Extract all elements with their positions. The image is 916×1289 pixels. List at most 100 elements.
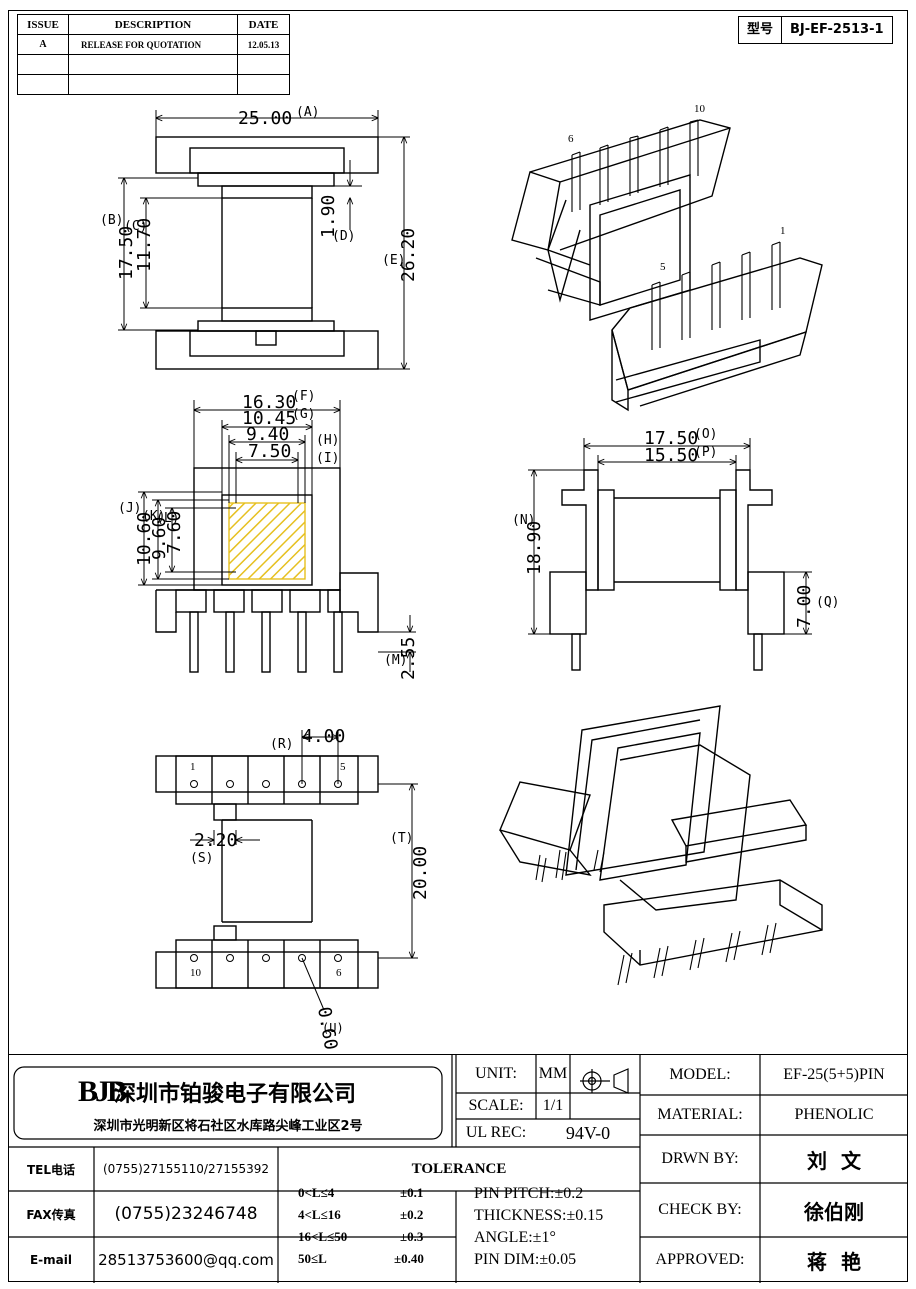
dim-f-value: 16.30 <box>242 392 296 413</box>
dim-g-label: (G) <box>292 407 315 422</box>
dim-d-label: (D) <box>332 229 355 244</box>
material-label: MATERIAL: <box>657 1106 743 1123</box>
tolerance-value-4: ±0.40 <box>394 1251 424 1266</box>
scale-value: 1/1 <box>542 1097 564 1114</box>
dim-p-value: 15.50 <box>644 445 698 466</box>
dim-m-value: 2.55 <box>398 637 419 680</box>
dim-b-value: 17.50 <box>116 226 137 280</box>
material-value: PHENOLIC <box>794 1106 874 1123</box>
top-view-dimensions <box>138 400 416 672</box>
pin-label-1-top: 1 <box>780 225 786 237</box>
fax-value: (0755)23246748 <box>114 1204 258 1224</box>
dim-f-label: (F) <box>292 389 315 404</box>
check-by-label: CHECK BY: <box>658 1201 742 1218</box>
fax-label: FAX传真 <box>26 1207 76 1222</box>
tolerance-range-4: 50≤L <box>298 1251 327 1266</box>
note-pin-dim: PIN DIM:±0.05 <box>474 1251 577 1268</box>
bottom-view <box>155 755 379 989</box>
dim-d-value: 1.90 <box>318 195 339 238</box>
pin-label-1-bottom: 1 <box>190 761 196 773</box>
revision-table-header: ISSUE DESCRIPTION DATE <box>17 14 290 35</box>
dim-p-label: (P) <box>694 445 717 460</box>
dim-l-value: 7.60 <box>164 511 185 554</box>
dim-e-label: (E) <box>382 253 405 268</box>
date-header: DATE <box>237 14 290 35</box>
dim-o-label: (O) <box>694 427 717 442</box>
unit-value: MM <box>538 1065 568 1082</box>
drawn-by-label: DRWN BY: <box>661 1150 739 1167</box>
ul-value: 94V-0 <box>565 1122 611 1143</box>
dim-j-label: (J) <box>118 501 141 516</box>
dim-e-value: 26.20 <box>398 228 419 282</box>
note-pin-pitch: PIN PITCH:±0.2 <box>474 1185 584 1202</box>
dim-t-value: 20.00 <box>410 846 431 900</box>
date-cell <box>237 74 290 95</box>
company-name: 深圳市铂骏电子有限公司 <box>114 1082 357 1107</box>
dim-i-label: (I) <box>316 451 339 466</box>
technical-drawing: 25.00 (A) 17.50 (B) 11.70 (C) 1.90 (D) 2… <box>100 103 839 1052</box>
dim-s-label: (S) <box>190 851 213 866</box>
title-block: BJB 深圳市铂骏电子有限公司 深圳市光明新区将石社区水库路尖峰工业区2号 UN… <box>8 1054 908 1283</box>
dim-t-label: (T) <box>390 831 413 846</box>
revision-table: ISSUE DESCRIPTION DATE A RELEASE FOR QUO… <box>17 14 290 95</box>
note-thickness: THICKNESS:±0.15 <box>474 1207 604 1224</box>
isometric-view-top <box>511 119 823 412</box>
ul-label: UL REC: <box>465 1124 527 1141</box>
email-value: 28513753600@qq.com <box>98 1251 274 1269</box>
isometric-view-bottom <box>499 705 823 986</box>
dim-r-label: (R) <box>270 737 293 752</box>
model-number-label: 型号 <box>739 17 783 43</box>
drawn-by-value: 刘 文 <box>807 1148 861 1173</box>
email-label: E-mail <box>29 1253 72 1267</box>
dim-a-value: 25.00 <box>238 108 292 129</box>
model-number-box: 型号 BJ-EF-2513-1 <box>738 16 893 44</box>
tolerance-range-2: 4<L≤16 <box>298 1207 341 1222</box>
description-header: DESCRIPTION <box>68 14 238 35</box>
dim-k-label: (K) <box>142 509 165 524</box>
front-view <box>155 136 379 370</box>
dim-q-value: 7.00 <box>794 585 815 628</box>
company-logo: BJB <box>78 1075 127 1108</box>
dim-h-label: (H) <box>316 433 339 448</box>
check-by-value: 徐伯刚 <box>804 1199 864 1224</box>
pin-label-6-bottom: 6 <box>336 967 342 979</box>
dim-n-label: (N) <box>512 513 535 528</box>
model-number-value: BJ-EF-2513-1 <box>790 22 884 37</box>
dim-i-value: 7.50 <box>248 441 291 462</box>
tel-label: TEL电话 <box>26 1162 76 1177</box>
table-row <box>17 74 290 95</box>
dim-q-label: (Q) <box>816 595 839 610</box>
dim-a-label: (A) <box>296 105 319 120</box>
dim-c-value: 11.70 <box>134 218 155 272</box>
tolerance-title: TOLERANCE <box>411 1160 507 1177</box>
dim-s-value: 2.20 <box>194 830 237 851</box>
approved-label: APPROVED: <box>655 1251 745 1268</box>
dim-h-value: 9.40 <box>246 424 289 445</box>
tolerance-value-3: ±0.3 <box>400 1229 424 1244</box>
tolerance-range-1: 0<L≤4 <box>298 1185 335 1200</box>
pin-label-5-bottom: 5 <box>340 761 346 773</box>
top-view <box>155 467 379 673</box>
dim-b-label: (B) <box>100 213 123 228</box>
model-label: MODEL: <box>669 1066 731 1083</box>
dim-r-value: 4.00 <box>302 726 345 747</box>
dim-c-label: (C) <box>124 219 147 234</box>
pin-label-6-top: 6 <box>568 133 574 145</box>
front-view-dimensions <box>118 110 410 369</box>
title-block-grid <box>8 1055 908 1283</box>
bottom-view-dimensions <box>190 730 418 1011</box>
side-view <box>549 469 785 671</box>
side-view-dimensions <box>528 438 812 634</box>
company-address: 深圳市光明新区将石社区水库路尖峰工业区2号 <box>93 1118 363 1134</box>
drawing-frame <box>8 10 908 1282</box>
note-angle: ANGLE:±1° <box>474 1229 556 1246</box>
dim-u-label: (U) <box>322 1021 344 1035</box>
tolerance-range-3: 16<L≤50 <box>298 1229 348 1244</box>
pin-label-5-top: 5 <box>660 261 666 273</box>
pin-label-10-bottom: 10 <box>190 967 202 979</box>
dim-n-value: 18.90 <box>524 521 545 575</box>
unit-label: UNIT: <box>475 1065 517 1082</box>
pin-label-10-top: 10 <box>694 103 706 115</box>
dim-m-label: (M) <box>384 653 407 668</box>
dim-j-value: 10.60 <box>134 512 155 566</box>
